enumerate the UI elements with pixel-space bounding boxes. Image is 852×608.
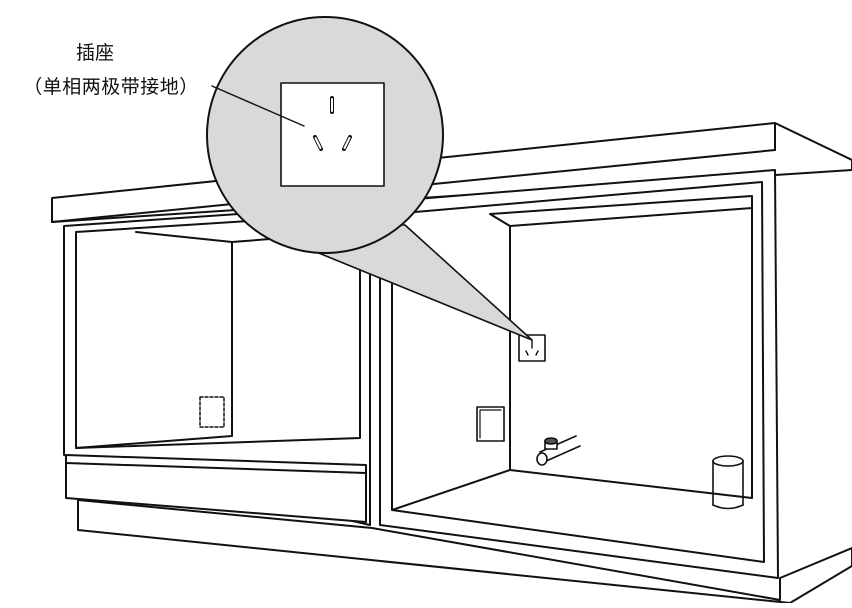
right-outlet-box-inner bbox=[479, 409, 502, 439]
socket-label-title: 插座 bbox=[75, 42, 114, 64]
left-outlet-box bbox=[199, 396, 225, 428]
enlarged-socket-pin-right-inner bbox=[343, 137, 351, 149]
left-cabinet-floor bbox=[75, 435, 233, 449]
wall-socket bbox=[518, 334, 546, 362]
label-leader-line bbox=[211, 85, 305, 127]
left-drawer-panel bbox=[65, 454, 367, 523]
water-valve bbox=[536, 435, 581, 466]
wall-socket-pin-right bbox=[535, 350, 539, 356]
cabinet-plinth bbox=[77, 499, 852, 604]
wall-socket-pin-left bbox=[525, 350, 529, 356]
right-outlet-box bbox=[476, 406, 505, 442]
right-cabinet-floor-back bbox=[509, 469, 753, 499]
socket-label-subtitle: （单相两极带接地） bbox=[23, 76, 199, 98]
left-drawer-line bbox=[65, 462, 367, 474]
waste-bin bbox=[712, 455, 744, 510]
enlarged-socket-pin-left-inner bbox=[314, 137, 322, 149]
right-cabinet-floor-front bbox=[391, 469, 511, 511]
right-cabinet-opening bbox=[391, 181, 765, 563]
